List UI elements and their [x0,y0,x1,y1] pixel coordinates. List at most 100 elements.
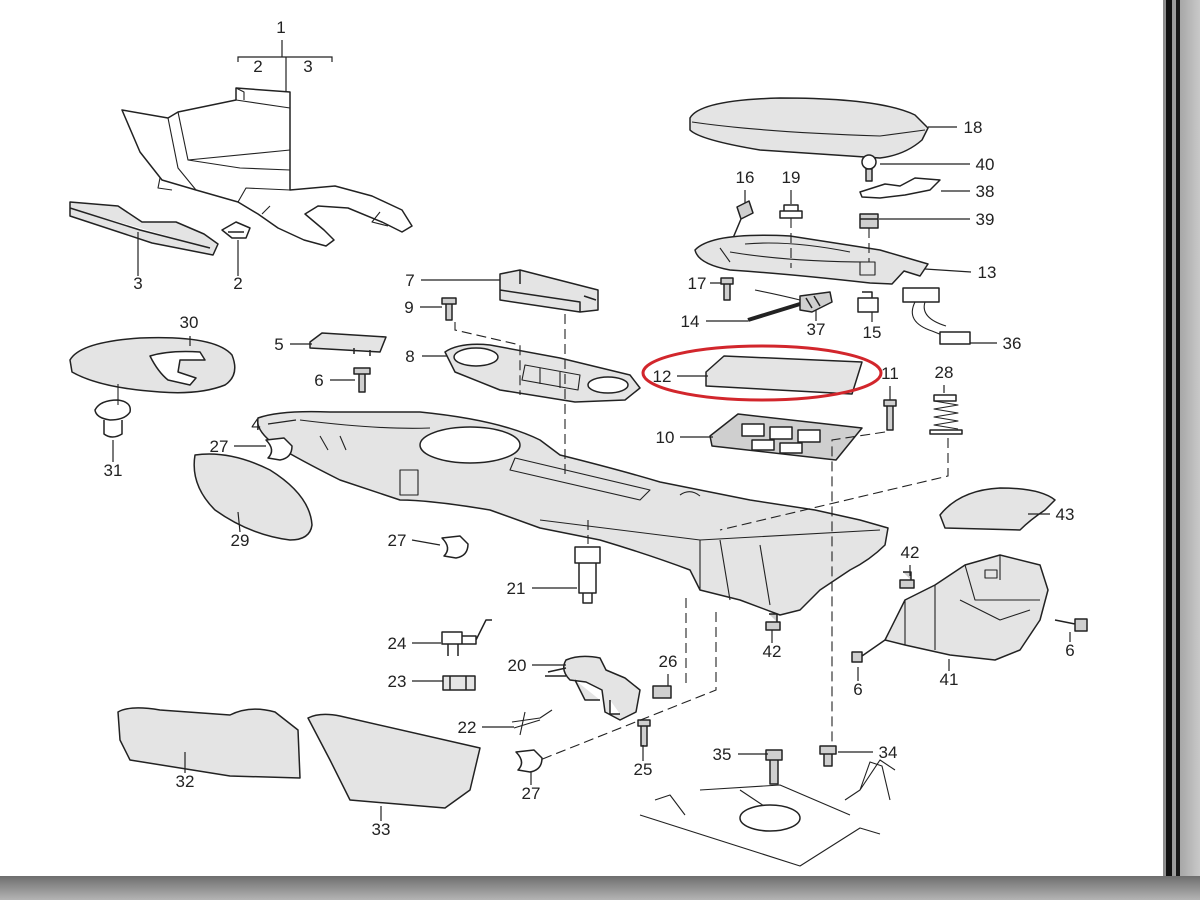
part-41-rear-bracket [884,554,1049,661]
part-41-details [904,555,1040,650]
callout-label: 6 [853,680,862,699]
callout-label: 39 [976,210,995,229]
part-4-cup-recess [419,426,521,464]
callout-label: 37 [807,320,826,339]
part-20-lock-housing [545,655,641,721]
part-6-screw-left [353,367,371,393]
callout-label: 41 [940,670,959,689]
callout-label: 18 [964,118,983,137]
callout-label: 40 [976,155,995,174]
callout-label: 28 [935,363,954,382]
part-10-grid-insert [709,413,863,461]
callout-label: 9 [404,298,413,317]
part-36-band [911,301,947,336]
callout-label: 14 [681,312,700,331]
part-40-shank [865,168,873,182]
highlight-ellipse [641,344,883,402]
callout-label: 42 [763,642,782,661]
part-19-grommet [779,204,803,219]
part-28-coil [933,400,959,430]
callout-label: 5 [274,335,283,354]
part-21-lock-cylinder [574,546,601,604]
callout-label: 11 [881,364,899,383]
part-6-screw-lower [851,639,886,663]
callout-label: 27 [522,784,541,803]
part-28-base [929,429,963,435]
part-2-clip [221,221,251,239]
callout-label: 16 [736,168,755,187]
part-39-nut [859,213,879,229]
callout-label: 22 [458,718,477,737]
part-8-holder-right [587,376,629,394]
callout-label: 4 [251,415,260,434]
viewer-right-bar-inner [1176,0,1180,878]
viewer-right-bar-outer [1166,0,1172,878]
callout-label: 31 [104,461,123,480]
callout-label: 19 [782,168,801,187]
part-28-top [933,394,957,402]
part-40-screw [861,154,877,182]
part-38-plate [859,177,941,199]
callout-label: 38 [976,182,995,201]
callout-label: 15 [863,323,882,342]
part-34-fastener [819,745,837,767]
part-6-screw-right [1054,618,1088,632]
part-33-lower-panel-right [307,713,481,809]
part-7-storage-box [499,269,599,313]
part-31-knob [94,399,131,438]
part-36-end [939,331,971,345]
callout-label: 2 [233,274,242,293]
callout-label: 12 [653,367,672,386]
callout-label: 24 [388,634,407,653]
part-22-link-rod [511,709,553,736]
part-4-details [299,419,881,606]
callout-label: 27 [388,531,407,550]
part-42-clip-left [765,613,781,631]
callout-label: 3 [133,274,142,293]
part-43-cover [939,487,1056,531]
callout-label: 33 [372,820,391,839]
part-14-rod [747,289,801,322]
part-4-body [256,410,889,616]
part-37-spring-bracket [799,291,833,313]
part-1-upper-trim [121,87,413,247]
part-28-spring [929,394,963,435]
callout-label: 3 [303,57,312,76]
callout-label: 30 [180,313,199,332]
part-29-side-panel [193,453,313,541]
callout-label: 13 [978,263,997,282]
part-13-lid-base [694,234,929,285]
part-26-block [652,685,672,699]
part-13-body [694,234,929,285]
part-14-wire [754,289,801,301]
floor-frame-ring [739,804,801,832]
part-18-lid-pad [689,97,929,159]
part-14-shaft [747,302,801,322]
leader-lines [112,40,1071,821]
callout-label: 1 [276,18,285,37]
part-12-mat [705,355,863,395]
part-8-cup-holder [444,343,641,403]
callout-label: 32 [176,772,195,791]
part-27-clip-middle [441,535,469,559]
callout-label: 10 [656,428,675,447]
part-10-cells [741,423,821,454]
part-1-body [121,87,413,247]
part-15-catch [857,291,879,313]
part-18-edge [691,121,926,137]
part-5-cover-plate [309,332,387,356]
part-4-center-console [256,410,889,616]
part-30-shifter-cover [69,336,236,394]
part-3-trim-strip [69,201,219,256]
part-8-recess [521,364,581,391]
part-9-screw [441,297,457,321]
dashed-assembly-lines [454,218,949,761]
part-24-bracket [441,619,492,656]
part-25-screw [637,719,651,747]
part-36-strap [902,287,971,345]
part-1-details [157,87,389,227]
part-32-lower-panel-left [117,707,301,779]
callout-label: 34 [879,743,898,762]
part-23-holder [442,675,476,691]
